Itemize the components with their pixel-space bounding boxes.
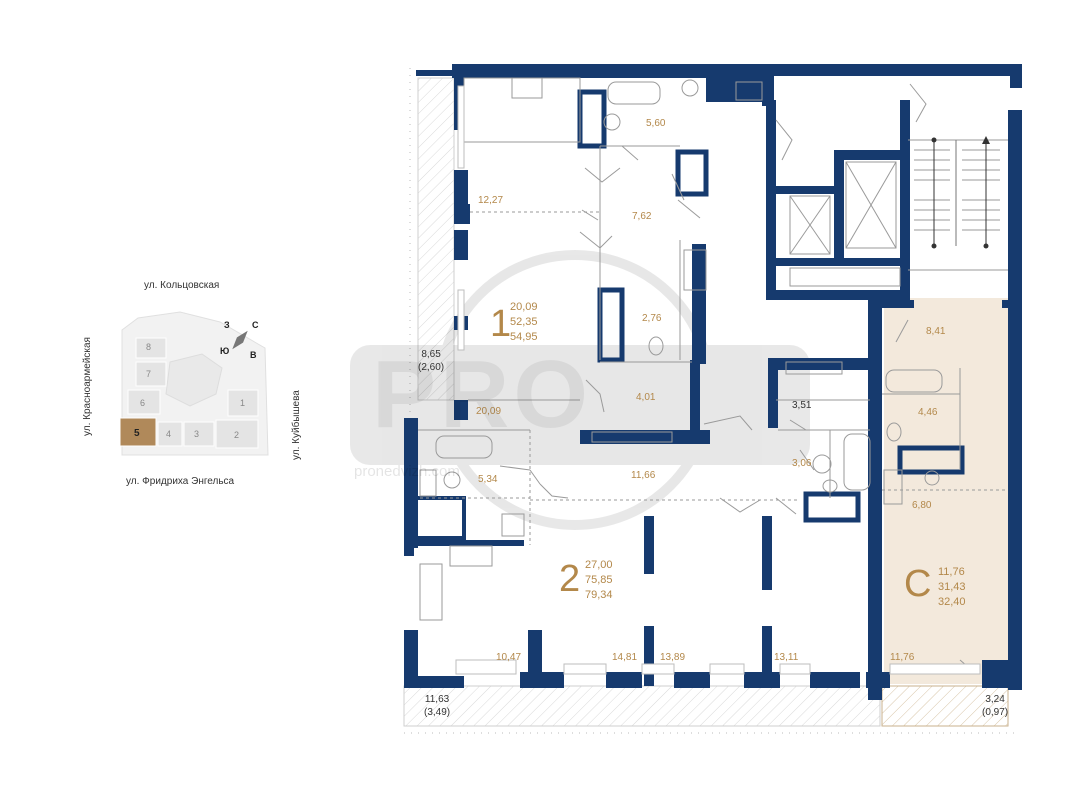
balcony-studio-area: 3,24 (0,97) xyxy=(982,693,1008,719)
apartment-studio-living: 11,76 xyxy=(938,566,965,578)
apartment-1-living: 20,09 xyxy=(510,301,538,313)
key-plan-map xyxy=(119,311,269,456)
apartment-studio-areas: 11,76 31,43 32,40 xyxy=(938,565,966,610)
balcony-left xyxy=(417,77,455,401)
section-5-label: 5 xyxy=(134,428,140,439)
room-area: 12,27 xyxy=(478,195,504,206)
section-3-label: 3 xyxy=(194,429,200,439)
compass-east: В xyxy=(250,350,257,360)
apartment-2-living: 27,00 xyxy=(585,559,613,571)
balcony-left-value: 8,65 xyxy=(421,349,441,360)
room-area: 6,80 xyxy=(912,500,932,511)
balcony-studio-value: 3,24 xyxy=(985,694,1005,705)
room-area: 10,47 xyxy=(496,652,522,663)
apartment-studio-total: 31,43 xyxy=(938,581,966,593)
compass: С В Ю З xyxy=(218,318,262,362)
apartment-studio-total-balcony: 32,40 xyxy=(938,596,966,608)
studio-highlight xyxy=(884,298,1008,684)
section-1-label: 1 xyxy=(240,398,246,408)
room-area: 5,34 xyxy=(478,474,498,485)
apartment-1-total-balcony: 54,95 xyxy=(510,331,538,343)
room-area: 5,60 xyxy=(646,118,666,129)
room-area: 2,76 xyxy=(642,313,662,324)
room-area: 4,46 xyxy=(918,407,938,418)
section-6-label: 6 xyxy=(140,398,146,408)
interior-lines xyxy=(418,77,1008,545)
section-2-label: 2 xyxy=(234,430,240,440)
room-area: 8,41 xyxy=(926,326,946,337)
section-4-label: 4 xyxy=(166,429,172,439)
room-area: 13,11 xyxy=(774,652,799,663)
section-7-label: 7 xyxy=(146,369,152,379)
compass-south: Ю xyxy=(220,346,230,356)
compass-rose-icon xyxy=(232,330,248,350)
apartment-studio-number: С xyxy=(904,563,932,605)
apartment-1-areas: 20,09 52,35 54,95 xyxy=(510,300,538,345)
balcony-left-reduced: (2,60) xyxy=(418,362,445,373)
watermark-logo-text: PRO xyxy=(372,341,593,448)
room-area: 14,81 xyxy=(612,652,638,663)
windows xyxy=(455,85,981,675)
walls xyxy=(404,64,1022,700)
room-area: 3,51 xyxy=(792,400,812,411)
compass-west: З xyxy=(224,320,230,330)
room-area: 11,66 xyxy=(631,470,656,481)
balcony-studio xyxy=(881,685,1009,727)
balcony-bottom-area: 11,63 (3,49) xyxy=(424,693,450,719)
room-area: 4,01 xyxy=(636,392,656,403)
balcony-bottom xyxy=(403,685,881,727)
room-area: 11,76 xyxy=(890,652,915,663)
apartment-2-number: 2 xyxy=(559,558,581,600)
balcony-studio-reduced: (0,97) xyxy=(982,707,1009,718)
apartment-1-number: 1 xyxy=(490,303,512,345)
staircase xyxy=(914,140,1000,246)
balcony-bottom-value: 11,63 xyxy=(424,694,450,705)
apartment-2-total-balcony: 79,34 xyxy=(585,589,613,601)
watermark-text: pronedvizh.com xyxy=(354,463,460,480)
key-plan: ул. Кольцовская ул. Красноармейская ул. … xyxy=(70,270,330,500)
street-bottom-label: ул. Фридриха Энгельса xyxy=(126,476,235,487)
room-area: 20,09 xyxy=(476,406,502,417)
stair-arrows xyxy=(931,136,990,249)
apartment-2-total: 75,85 xyxy=(585,574,613,586)
balcony-bottom-reduced: (3,49) xyxy=(424,707,451,718)
room-area: 3,06 xyxy=(792,458,812,469)
room-area: 13,89 xyxy=(660,652,686,663)
section-8-label: 8 xyxy=(146,342,152,352)
street-top-label: ул. Кольцовская xyxy=(144,280,220,291)
room-area: 7,62 xyxy=(632,211,652,222)
fixtures xyxy=(419,77,943,621)
apartment-2-areas: 27,00 75,85 79,34 xyxy=(585,558,613,603)
compass-north: С xyxy=(252,320,259,330)
apartment-1-total: 52,35 xyxy=(510,316,538,328)
balcony-left-area: 8,65 (2,60) xyxy=(418,348,444,374)
